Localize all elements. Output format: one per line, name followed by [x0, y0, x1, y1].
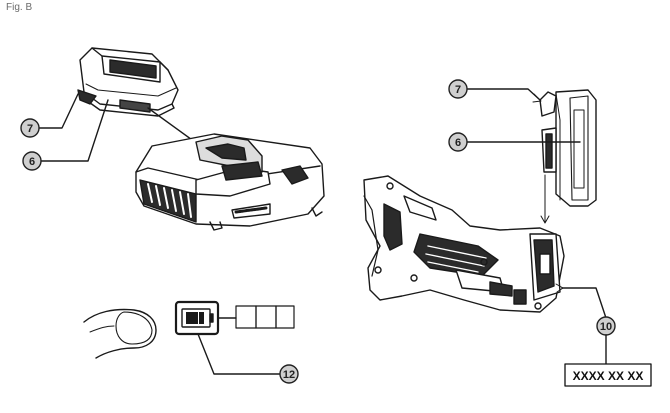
callout-10-leader — [561, 287, 607, 319]
callout-6-right-badge — [448, 132, 468, 152]
figure-label: Fig. B — [6, 2, 33, 13]
serial-box — [564, 363, 652, 387]
power-tool — [363, 175, 565, 313]
callout-12-leader — [197, 333, 281, 375]
callout-7-right-leader — [465, 88, 541, 101]
callout-10-arrow — [555, 283, 564, 293]
callout-7-left-leader — [37, 93, 79, 129]
charge-level-segments — [235, 305, 295, 329]
finger-illustration — [83, 308, 157, 359]
serial-text: XXXX XX XX — [573, 369, 644, 383]
callout-7-left-badge — [20, 118, 40, 138]
callout-6-left-text: 6 — [29, 156, 35, 168]
callout-7-right-text: 7 — [455, 84, 461, 96]
callout-10-text: 10 — [600, 321, 612, 333]
callout-12-badge — [279, 364, 299, 384]
battery-pack-right — [539, 89, 597, 207]
callout-7-left-text: 7 — [27, 123, 33, 135]
callout-7-right-arrow — [532, 93, 542, 103]
callout-6-right-text: 6 — [455, 137, 461, 149]
callout-6-left-badge — [22, 151, 42, 171]
callout-7-right-badge — [448, 79, 468, 99]
insertion-arrow — [540, 215, 550, 224]
charger — [135, 133, 325, 231]
battery-pack-left — [77, 47, 179, 117]
charge-indicator — [174, 300, 237, 336]
callout-6-left-leader — [39, 99, 109, 162]
callout-12-text: 12 — [283, 369, 295, 381]
